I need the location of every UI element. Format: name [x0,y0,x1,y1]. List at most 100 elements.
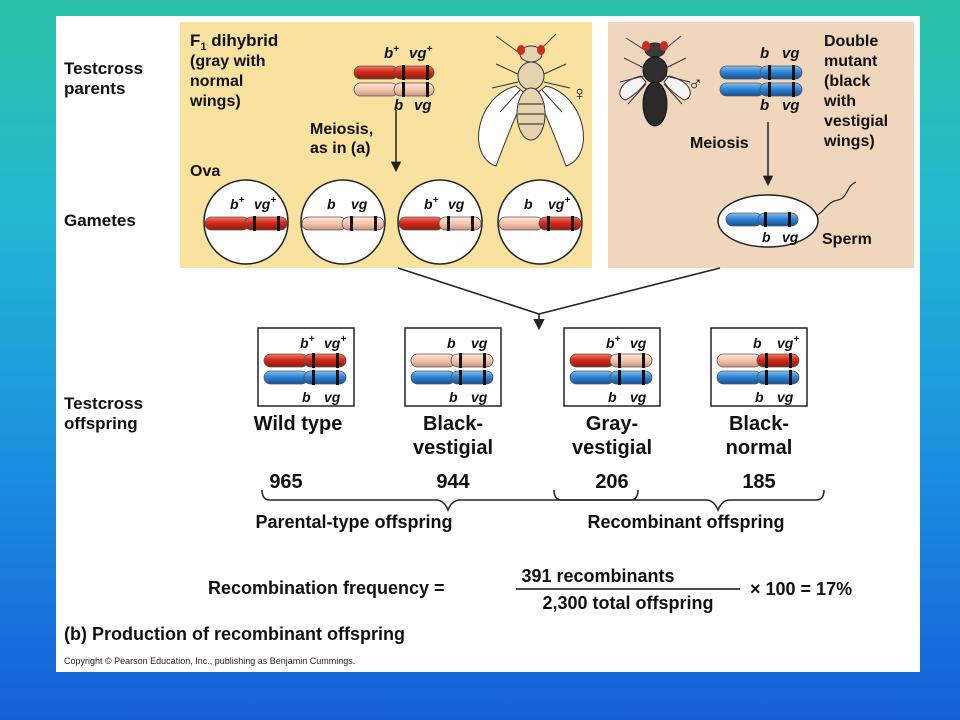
female-fly-illustration [478,33,584,167]
offspring-count: 944 [436,471,470,493]
offspring-allele-vg: vg+ [777,334,799,351]
offspring-chromosome-paternal [263,370,347,385]
offspring-allele-vg: vg [471,335,488,351]
offspring-allele-b-paternal: b [755,389,764,405]
male-desc-5: vestigial [824,113,888,130]
recombinant-brace [553,489,825,513]
male-chromosome-2 [719,82,803,97]
offspring-count: 185 [742,471,775,493]
row-label-offspring-2: offspring [64,414,138,433]
offspring-chromosome-paternal [569,370,653,385]
offspring-allele-vg: vg [630,335,647,351]
offspring-allele-b: b+ [606,334,621,351]
offspring-allele-b-paternal: b [449,389,458,405]
f1-dihybrid-title: F1 dihybrid [190,31,278,53]
offspring-phenotype: Black- [729,413,789,435]
offspring-chromosome-maternal [263,353,347,368]
offspring-allele-b: b [753,335,762,351]
offspring-count: 206 [595,471,628,493]
row-label-gametes: Gametes [64,211,136,230]
row-label-parents-2: parents [64,79,125,98]
ovum-chromosome [301,216,385,231]
sperm-allele-vg: vg [782,229,799,245]
offspring-allele-vg-paternal: vg [324,389,341,405]
ovum-chromosome [204,216,288,231]
formula-denominator: 2,300 total offspring [542,593,713,613]
ovum-allele-b: b [327,196,336,212]
formula-rhs: × 100 = 17% [750,579,852,599]
offspring-allele-b-paternal: b [302,389,311,405]
male-allele-vg-top: vg [782,45,800,62]
female-chromosome-pink [353,82,435,97]
sperm-cell [717,181,857,248]
female-allele-vg: vg [414,97,432,114]
ovum-allele-b: b+ [424,195,439,212]
offspring-chromosome-maternal [716,353,800,368]
male-meiosis-label: Meiosis [690,135,749,152]
offspring-count: 965 [269,471,302,493]
offspring-allele-vg: vg+ [324,334,346,351]
female-desc-1: (gray with [190,53,266,70]
male-allele-vg-bottom: vg [782,97,800,114]
male-desc-1: Double [824,33,878,50]
offspring-allele-b: b [447,335,456,351]
row-label-offspring-1: Testcross [64,394,143,413]
female-symbol: ♀ [572,83,587,105]
ovum-allele-b: b+ [230,195,245,212]
male-allele-b-top: b [760,45,769,62]
offspring-allele-b: b+ [300,334,315,351]
male-allele-b-bottom: b [760,97,769,114]
figure: Testcross parents Gametes Testcross offs… [64,22,914,666]
ova-label: Ova [190,163,220,180]
offspring-allele-vg-paternal: vg [630,389,647,405]
ovum-allele-vg: vg [448,196,465,212]
male-fly-illustration [619,35,691,127]
offspring-phenotype: normal [726,437,793,459]
female-chromosome-red [353,65,435,80]
offspring-allele-vg-paternal: vg [471,389,488,405]
male-desc-2: mutant [824,53,878,70]
male-desc-4: with [823,93,856,110]
ovum-4: b vg+ [497,179,583,265]
offspring-phenotype: vestigial [572,437,652,459]
male-chromosome-1 [719,65,803,80]
sperm-allele-b: b [762,229,771,245]
parental-group-label: Parental-type offspring [255,512,452,532]
ovum-allele-vg: vg+ [254,195,276,212]
offspring-chromosome-maternal [410,353,494,368]
ovum-3: b+ vg [397,179,483,265]
female-meiosis-1: Meiosis, [310,121,373,138]
offspring-allele-b-paternal: b [608,389,617,405]
ovum-allele-b: b [524,196,533,212]
recombinant-group-label: Recombinant offspring [588,512,785,532]
offspring-phenotype: Gray- [586,413,638,435]
cross-line-right [538,267,721,315]
offspring-chromosome-paternal [716,370,800,385]
copyright: Copyright © Pearson Education, Inc., pub… [64,656,355,666]
male-desc-6: wings) [823,133,875,150]
female-meiosis-2: as in (a) [310,140,370,157]
formula-lhs: Recombination frequency = [208,578,445,598]
female-desc-3: wings) [189,93,241,110]
ovum-allele-vg: vg+ [548,195,570,212]
female-allele-b: b [394,97,403,114]
offspring-chromosome-maternal [569,353,653,368]
ovum-chromosome [498,216,582,231]
female-allele-b-plus: b+ [384,44,399,62]
female-desc-2: normal [190,73,243,90]
slide: Testcross parents Gametes Testcross offs… [56,16,920,672]
ovum-1: b+ vg+ [203,179,289,265]
offspring-phenotype: Wild type [254,413,343,435]
sperm-label: Sperm [822,231,872,248]
offspring-allele-vg-paternal: vg [777,389,794,405]
formula-numerator: 391 recombinants [521,566,674,586]
cross-line-left [397,267,540,315]
female-allele-vg-plus: vg+ [409,44,433,62]
row-label-parents-1: Testcross [64,59,143,78]
